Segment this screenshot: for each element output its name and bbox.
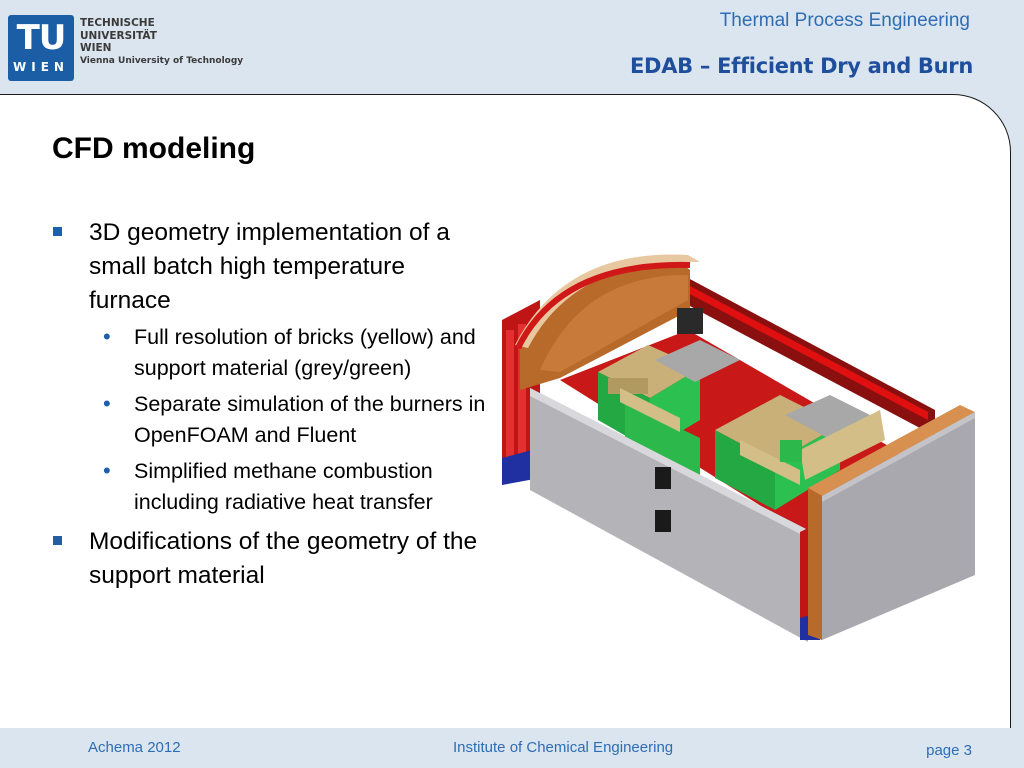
sub-bullet-text: Separate simulation of the burners in Op… bbox=[134, 392, 486, 447]
logo-line-2: UNIVERSITÄT bbox=[80, 29, 157, 42]
footer: Achema 2012 Institute of Chemical Engine… bbox=[0, 728, 1024, 768]
logo-line-4: Vienna University of Technology bbox=[80, 55, 244, 66]
furnace-3d-model-figure bbox=[502, 254, 975, 642]
footer-institute: Institute of Chemical Engineering bbox=[453, 739, 674, 756]
square-bullet-icon bbox=[53, 536, 62, 545]
logo-line-1: TECHNISCHE bbox=[80, 17, 155, 29]
logo-mark-wien: WIEN bbox=[13, 60, 69, 74]
sub-bullet-item-1: • Full resolution of bricks (yellow) and… bbox=[50, 322, 490, 383]
logo-mark-tu: TU bbox=[16, 18, 67, 58]
square-bullet-icon bbox=[53, 227, 62, 236]
project-title: EDAB – Efficient Dry and Burn bbox=[630, 54, 973, 78]
bullet-item-1: 3D geometry implementation of a small ba… bbox=[50, 216, 490, 318]
tu-wien-logo: TU WIEN bbox=[8, 15, 74, 81]
dot-bullet-icon: • bbox=[103, 458, 111, 483]
page-number: page 3 bbox=[926, 742, 972, 759]
bullet-list: 3D geometry implementation of a small ba… bbox=[50, 216, 490, 597]
sub-bullet-item-2: • Separate simulation of the burners in … bbox=[50, 389, 490, 450]
department-name: Thermal Process Engineering bbox=[719, 10, 970, 31]
bullet-item-2: Modifications of the geometry of the sup… bbox=[50, 525, 490, 593]
dot-bullet-icon: • bbox=[103, 324, 111, 349]
logo-wordmark: TECHNISCHE UNIVERSITÄT WIEN Vienna Unive… bbox=[80, 17, 243, 67]
logo-line-3: WIEN bbox=[80, 42, 112, 54]
sub-bullet-list: • Full resolution of bricks (yellow) and… bbox=[50, 322, 490, 517]
header: TU WIEN TECHNISCHE UNIVERSITÄT WIEN Vien… bbox=[0, 0, 1024, 94]
bullet-text: 3D geometry implementation of a small ba… bbox=[89, 219, 450, 314]
sub-bullet-text: Full resolution of bricks (yellow) and s… bbox=[134, 325, 476, 380]
sub-bullet-item-3: • Simplified methane combustion includin… bbox=[50, 456, 490, 517]
slide-title: CFD modeling bbox=[52, 132, 256, 165]
sub-bullet-text: Simplified methane combustion including … bbox=[134, 459, 433, 514]
footer-event: Achema 2012 bbox=[88, 739, 181, 756]
bullet-text: Modifications of the geometry of the sup… bbox=[89, 528, 478, 589]
dot-bullet-icon: • bbox=[103, 391, 111, 416]
